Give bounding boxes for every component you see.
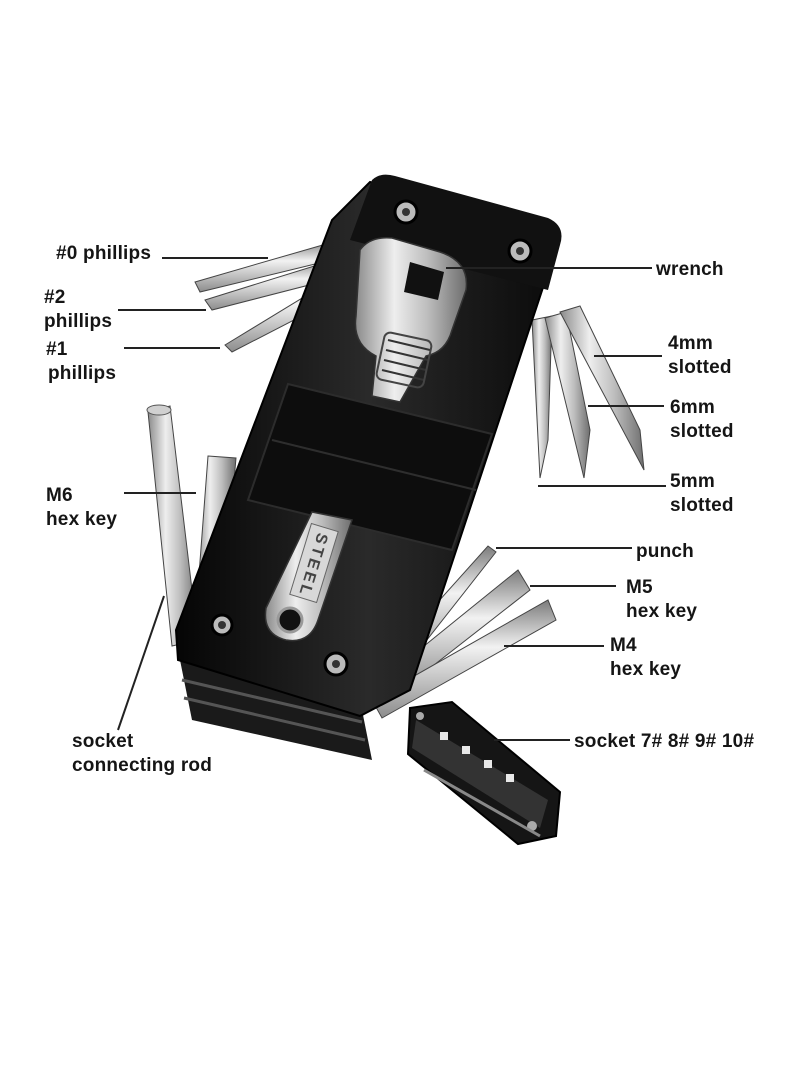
label-phillips-0: #0 phillips — [56, 243, 152, 264]
tool-body — [174, 174, 562, 760]
leader-lines — [117, 257, 666, 741]
body-screws — [210, 199, 533, 677]
label-phillips-2: #2 phillips — [44, 287, 113, 332]
blade-4mm — [559, 305, 645, 471]
label-socket-set: socket 7# 8# 9# 10# — [574, 731, 755, 752]
label-socket-connecting-rod: socket connecting rod — [72, 731, 213, 776]
label-m6-hex-key: M6 hex key — [46, 485, 118, 530]
label-punch: punch — [636, 541, 694, 562]
label-6mm-slotted: 6mm slotted — [670, 397, 734, 442]
socket-set — [406, 700, 562, 846]
hex-key-m4 — [371, 599, 557, 719]
screw — [210, 613, 234, 637]
label-wrench: wrench — [656, 259, 724, 280]
blade-6mm — [544, 311, 591, 479]
screw — [323, 651, 349, 677]
screw — [507, 238, 533, 264]
slotted-blades — [531, 305, 645, 479]
label-5mm-slotted: 5mm slotted — [670, 471, 734, 516]
steel-handle: STEEL — [264, 511, 353, 642]
leader-socket-rod — [117, 595, 165, 731]
screw — [393, 199, 419, 225]
label-m4-hex-key: M4 hex key — [610, 635, 682, 680]
label-4mm-slotted: 4mm slotted — [668, 333, 732, 378]
body-strap — [246, 382, 494, 552]
blade-5mm — [531, 315, 553, 479]
label-m5-hex-key: M5 hex key — [626, 577, 698, 622]
label-phillips-1: #1 phillips — [46, 339, 117, 384]
adjustable-wrench — [354, 237, 468, 403]
